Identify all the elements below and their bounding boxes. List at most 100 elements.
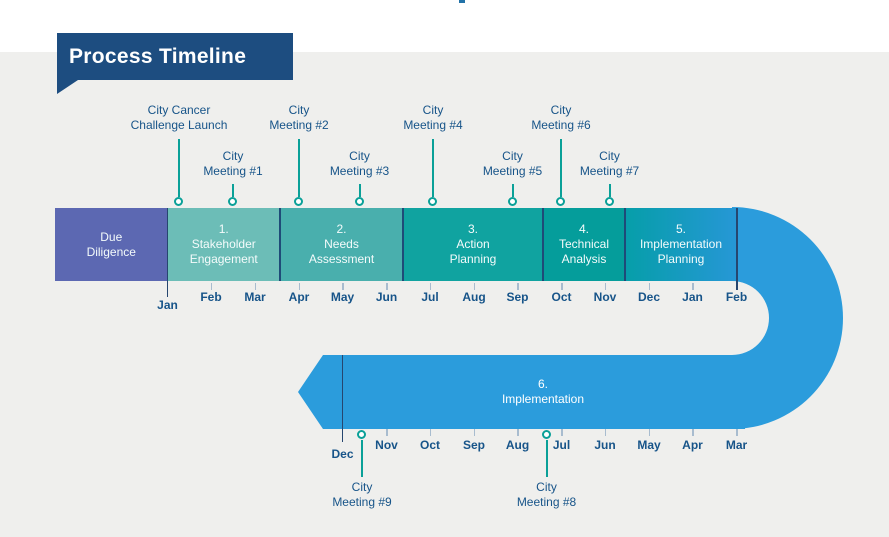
month-label: Oct [419, 438, 441, 452]
segment-divider [279, 208, 281, 281]
segment-technical-analysis: 4. Technical Analysis [543, 208, 625, 281]
meeting-marker-circle [228, 197, 238, 206]
month-tick [648, 429, 650, 436]
month-label: Jul [421, 290, 439, 304]
dec-boundary-line [341, 355, 344, 442]
month-label: Jun [594, 438, 616, 452]
month-tick [692, 283, 694, 290]
month-tick [473, 283, 475, 290]
month-tick [561, 429, 563, 436]
month-tick [561, 283, 563, 290]
month-label: Jan [157, 297, 178, 312]
meeting-marker-circle [294, 197, 304, 206]
segment-divider [624, 208, 626, 281]
month-label: Apr [288, 290, 310, 304]
meeting-marker-circle [354, 197, 364, 206]
meeting-line [178, 139, 181, 197]
meeting-label-5: City Meeting #5 [482, 149, 543, 178]
month-label: Nov [593, 290, 617, 304]
month-label: Jan [682, 290, 703, 304]
month-tick [648, 283, 650, 290]
month-label: Nov [375, 438, 398, 452]
meeting-marker-circle [556, 197, 566, 206]
month-tick [604, 283, 606, 290]
month-tick [692, 429, 694, 436]
month-tick [604, 429, 606, 436]
segment-implementation-planning: 5. Implementation Planning [625, 208, 737, 281]
meeting-line [608, 184, 611, 197]
segment-divider [542, 208, 544, 281]
meeting-marker-circle [604, 197, 614, 206]
month-tick [473, 429, 475, 436]
month-tick [429, 429, 431, 436]
month-tick [298, 283, 300, 290]
segment-action-planning: 3. Action Planning [403, 208, 543, 281]
segment-label: 5. Implementation Planning [639, 222, 723, 266]
month-label: May [330, 290, 355, 304]
meeting-label-8: City Meeting #8 [516, 480, 577, 509]
month-label: Jun [375, 290, 398, 304]
month-tick [517, 429, 519, 436]
segment-needs-assessment: 2. Needs Assessment [280, 208, 403, 281]
month-label: Apr [682, 438, 703, 452]
segment-due-diligence: Due Diligence [55, 208, 168, 281]
meeting-label-9: City Meeting #9 [332, 480, 392, 509]
month-label: Jul [552, 438, 571, 452]
meeting-label-1: City Meeting #1 [203, 149, 263, 178]
meeting-label-4: City Meeting #4 [403, 103, 463, 132]
meeting-label-3: City Meeting #3 [329, 149, 390, 178]
cropped-text-fragment [459, 0, 465, 3]
meeting-line [298, 139, 301, 197]
gray-background [0, 52, 889, 537]
month-tick [736, 429, 738, 436]
meeting-line [545, 439, 548, 477]
meeting-line [511, 184, 514, 197]
page-title: Process Timeline [69, 45, 247, 68]
meeting-marker-circle [357, 430, 367, 439]
month-label: Feb [725, 290, 748, 304]
meeting-label-7: City Meeting #7 [579, 149, 640, 178]
meeting-line [232, 184, 235, 197]
meeting-label-2: City Meeting #2 [269, 103, 329, 132]
month-tick [386, 283, 388, 290]
month-tick [517, 283, 519, 290]
meeting-line [358, 184, 361, 197]
meeting-marker-circle [541, 430, 551, 439]
segment-label: 4. Technical Analysis [558, 222, 610, 266]
meeting-marker-circle [507, 197, 517, 206]
month-label: Dec [331, 447, 354, 461]
implementation-arrow [298, 355, 745, 429]
segment-label: 1. Stakeholder Engagement [189, 222, 258, 266]
u-turn-curve [732, 207, 843, 429]
meeting-label-6: City Meeting #6 [531, 103, 591, 132]
meeting-line [560, 139, 563, 197]
segment-divider [402, 208, 404, 281]
month-label: Mar [244, 290, 266, 304]
month-label: Sep [506, 290, 529, 304]
month-tick [386, 429, 388, 436]
meeting-marker-circle [174, 197, 184, 206]
month-label: Aug [505, 438, 530, 452]
phase-bar: Due Diligence 1. Stakeholder Engagement … [55, 208, 737, 281]
meeting-marker-circle [428, 197, 438, 206]
month-label: Feb [200, 290, 222, 304]
feb-boundary-line [735, 208, 738, 290]
month-tick [210, 283, 212, 290]
month-tick [254, 283, 256, 290]
meeting-label-launch: City Cancer Challenge Launch [130, 103, 228, 132]
segment-label: 3. Action Planning [449, 222, 497, 266]
month-label: Aug [462, 290, 486, 304]
implementation-arrow-label: 6. Implementation [501, 377, 585, 406]
segment-label: 2. Needs Assessment [308, 222, 375, 266]
month-label: Oct [551, 290, 572, 304]
segment-stakeholder-engagement: 1. Stakeholder Engagement [167, 208, 280, 281]
segment-label: Due Diligence [86, 229, 136, 259]
title-banner: Process Timeline [57, 33, 293, 94]
month-label: May [637, 438, 661, 452]
month-tick [429, 283, 431, 290]
month-label: Sep [462, 438, 486, 452]
month-label: Dec [637, 290, 661, 304]
month-label: Mar [725, 438, 748, 452]
